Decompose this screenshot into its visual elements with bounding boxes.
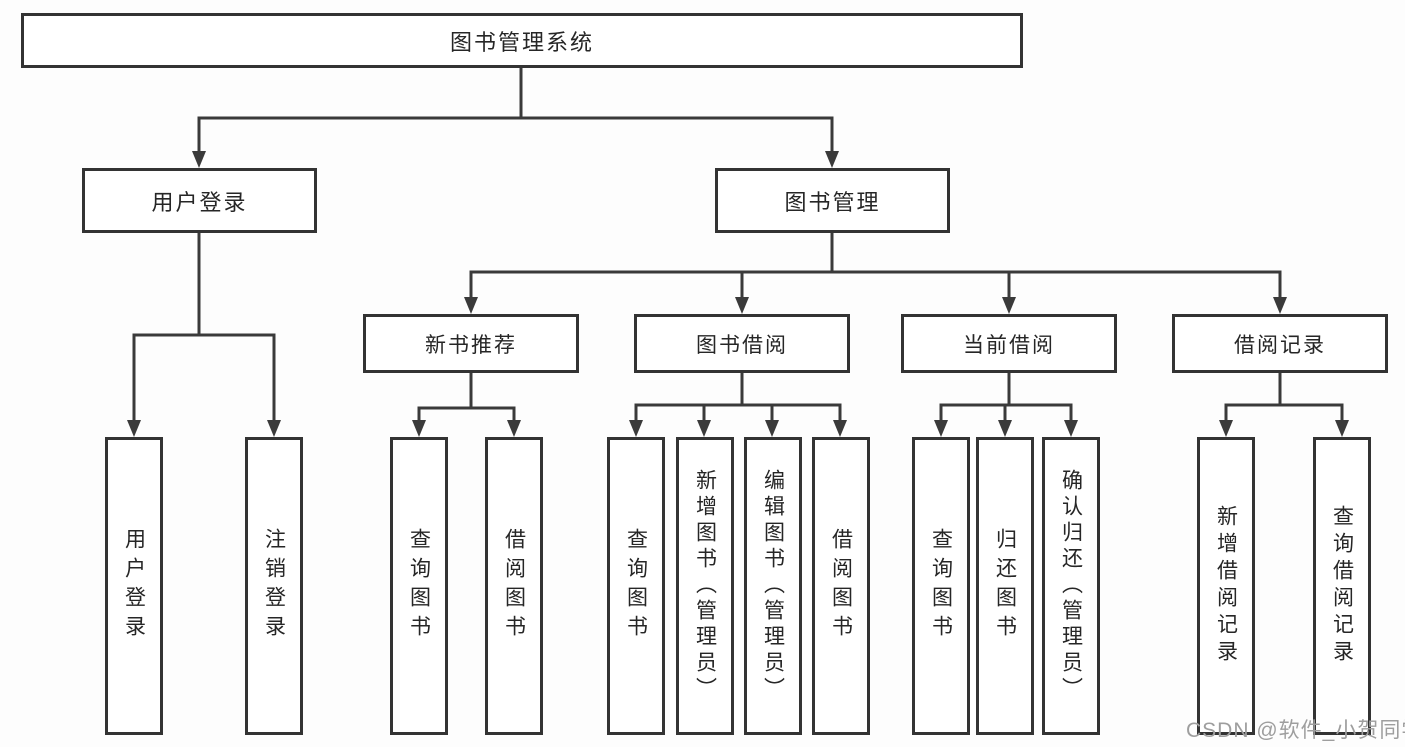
arrow-down-icon (192, 151, 206, 168)
node-book-management-label: 图书管理 (784, 189, 881, 215)
connector-book-management-to-level3 (464, 231, 1287, 314)
node-book-management: 图书管理 (715, 168, 950, 233)
node-root-system: 图书管理系统 (21, 13, 1023, 68)
arrow-down-icon (1064, 420, 1078, 437)
arrow-down-icon (412, 420, 426, 437)
node-leaf-add-borrow-record-label: 新增借阅记录 (1214, 505, 1238, 667)
connector-new-book-recommend-to-children (412, 371, 521, 437)
node-leaf-add-books-admin-label: 新增图书（管理员） (693, 469, 717, 703)
node-new-book-recommend-label: 新书推荐 (425, 333, 517, 357)
node-leaf-user-login-label: 用户登录 (122, 528, 146, 644)
node-leaf-add-books-admin: 新增图书（管理员） (676, 437, 734, 735)
connector-current-borrow-to-children (934, 371, 1078, 437)
node-leaf-borrow-books: 借阅图书 (812, 437, 870, 735)
arrow-down-icon (934, 420, 948, 437)
arrow-down-icon (825, 151, 839, 168)
node-new-book-recommend: 新书推荐 (363, 314, 579, 373)
node-leaf-current-query-books: 查询图书 (912, 437, 970, 735)
node-leaf-logout: 注销登录 (245, 437, 303, 735)
node-leaf-borrow-books-label: 借阅图书 (829, 528, 853, 644)
node-leaf-return-books: 归还图书 (976, 437, 1034, 735)
arrow-down-icon (267, 420, 281, 437)
node-leaf-borrow-query-books-label: 查询图书 (624, 528, 648, 644)
node-leaf-confirm-return-admin: 确认归还（管理员） (1042, 437, 1100, 735)
node-leaf-confirm-return-admin-label: 确认归还（管理员） (1059, 469, 1083, 703)
arrow-down-icon (507, 420, 521, 437)
arrow-down-icon (127, 420, 141, 437)
node-leaf-edit-books-admin: 编辑图书（管理员） (744, 437, 802, 735)
node-leaf-query-borrow-record: 查询借阅记录 (1313, 437, 1371, 735)
node-leaf-user-login: 用户登录 (105, 437, 163, 735)
node-current-borrow-label: 当前借阅 (963, 333, 1055, 357)
node-leaf-logout-label: 注销登录 (262, 528, 286, 644)
node-leaf-query-borrow-record-label: 查询借阅记录 (1330, 505, 1354, 667)
node-user-login-label: 用户登录 (151, 189, 248, 215)
arrow-down-icon (765, 420, 779, 437)
connector-user-login-to-children (127, 231, 281, 437)
node-leaf-return-books-label: 归还图书 (993, 528, 1017, 644)
node-leaf-rec-query-books-label: 查询图书 (407, 528, 431, 644)
node-borrow-records-label: 借阅记录 (1234, 333, 1326, 357)
node-leaf-add-borrow-record: 新增借阅记录 (1197, 437, 1255, 735)
arrow-down-icon (1002, 297, 1016, 314)
node-user-login: 用户登录 (82, 168, 317, 233)
watermark: CSDN @软件_小贺同学 (1186, 719, 1405, 742)
node-root-system-label: 图书管理系统 (449, 29, 594, 55)
node-borrow-records: 借阅记录 (1172, 314, 1388, 373)
node-leaf-borrow-query-books: 查询图书 (607, 437, 665, 735)
arrow-down-icon (998, 420, 1012, 437)
connector-book-borrow-to-children (629, 371, 847, 437)
arrow-down-icon (697, 420, 711, 437)
arrow-down-icon (1219, 420, 1233, 437)
node-book-borrow: 图书借阅 (634, 314, 850, 373)
connector-root-to-level2 (192, 66, 839, 168)
arrow-down-icon (833, 420, 847, 437)
arrow-down-icon (464, 297, 478, 314)
arrow-down-icon (629, 420, 643, 437)
node-book-borrow-label: 图书借阅 (696, 333, 788, 357)
arrow-down-icon (1335, 420, 1349, 437)
arrow-down-icon (735, 297, 749, 314)
node-leaf-edit-books-admin-label: 编辑图书（管理员） (761, 469, 785, 703)
arrow-down-icon (1273, 297, 1287, 314)
node-leaf-rec-query-books: 查询图书 (390, 437, 448, 735)
node-leaf-rec-borrow-books-label: 借阅图书 (502, 528, 526, 644)
node-current-borrow: 当前借阅 (901, 314, 1117, 373)
node-leaf-current-query-books-label: 查询图书 (929, 528, 953, 644)
connector-borrow-records-to-children (1219, 371, 1349, 437)
node-leaf-rec-borrow-books: 借阅图书 (485, 437, 543, 735)
